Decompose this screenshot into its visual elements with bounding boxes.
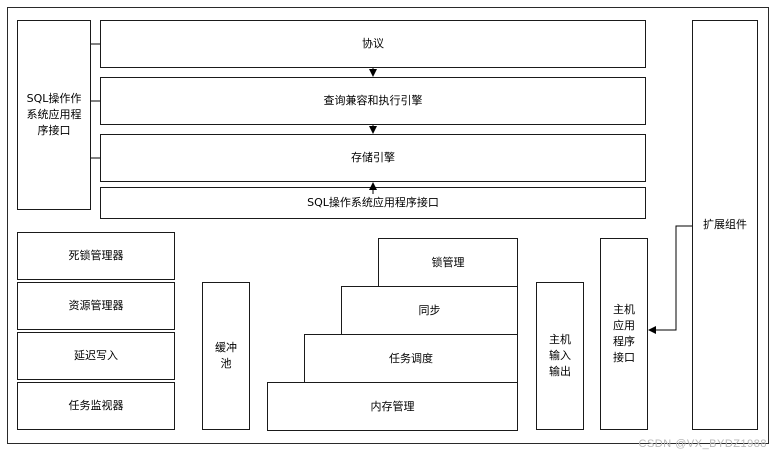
sync-label: 同步 [418,303,441,317]
host-io-label: 主机输入输出 [549,333,571,378]
host-api-label: 主机应用程序接口 [613,303,635,364]
memory-manager-label: 内存管理 [370,399,415,413]
extension-label: 扩展组件 [703,218,747,231]
buffer-pool-box: 缓冲池 [202,282,250,430]
task-monitor-box: 任务监视器 [17,382,175,430]
lock-manager-label: 锁管理 [431,255,465,269]
resource-manager-label: 资源管理器 [68,299,124,312]
sql-api-left-box: SQL操作作系统应用程序接口 [17,20,91,210]
protocol-label: 协议 [362,37,384,50]
sync-box: 同步 [341,286,518,335]
lazy-writer-label: 延迟写入 [74,349,118,362]
sql-api-bottom-label: SQL操作系统应用程序接口 [307,196,439,209]
extension-box: 扩展组件 [692,20,758,430]
sql-api-left-label: SQL操作作系统应用程序接口 [26,92,82,137]
lock-manager-box: 锁管理 [378,238,518,287]
buffer-pool-label: 缓冲池 [215,341,237,370]
deadlock-manager-label: 死锁管理器 [68,249,124,262]
watermark: CSDN @VX_BYDZ1988 [638,438,767,450]
task-monitor-label: 任务监视器 [68,399,124,412]
resource-manager-box: 资源管理器 [17,282,175,330]
task-scheduler-label: 任务调度 [389,351,433,365]
sql-api-bottom-box: SQL操作系统应用程序接口 [100,187,646,219]
memory-manager-box: 内存管理 [267,382,518,431]
query-engine-box: 查询兼容和执行引擎 [100,77,646,125]
storage-engine-box: 存储引擎 [100,134,646,182]
host-io-box: 主机输入输出 [536,282,584,430]
lazy-writer-box: 延迟写入 [17,332,175,380]
storage-engine-label: 存储引擎 [351,151,395,164]
protocol-box: 协议 [100,20,646,68]
host-api-box: 主机应用程序接口 [600,238,648,430]
deadlock-manager-box: 死锁管理器 [17,232,175,280]
query-engine-label: 查询兼容和执行引擎 [323,94,423,107]
task-scheduler-box: 任务调度 [304,334,518,383]
